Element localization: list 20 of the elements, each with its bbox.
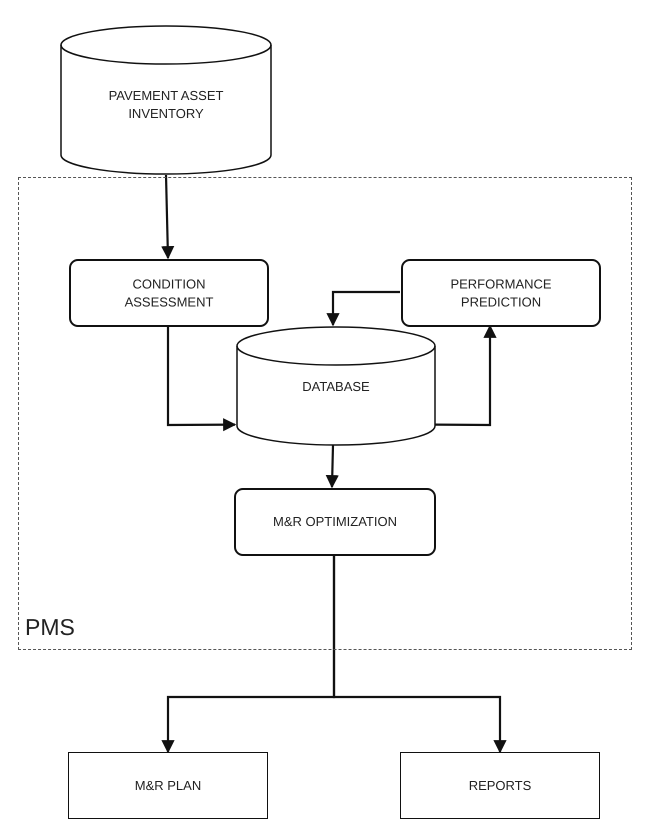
arrow — [161, 174, 174, 260]
boundary-label: PMS — [25, 612, 75, 642]
node-label: M&R PLAN — [134, 776, 202, 794]
process-box — [234, 488, 436, 556]
node-label: PERFORMANCE PREDICTION — [449, 275, 553, 311]
arrow — [326, 290, 400, 326]
node-label: PAVEMENT ASSET INVENTORY — [108, 87, 224, 122]
arrow — [435, 324, 497, 426]
arrow — [332, 555, 507, 754]
system-boundary — [18, 177, 632, 650]
output-box — [400, 752, 600, 819]
output-box — [68, 752, 268, 819]
arrow — [326, 444, 339, 488]
node-label: CONDITION ASSESSMENT — [124, 275, 214, 311]
node-label: M&R OPTIMIZATION — [272, 513, 398, 531]
node-label: REPORTS — [468, 776, 532, 794]
node-label: DATABASE — [301, 378, 371, 396]
process-box — [401, 259, 601, 327]
arrow — [166, 326, 236, 432]
process-box — [69, 259, 269, 327]
